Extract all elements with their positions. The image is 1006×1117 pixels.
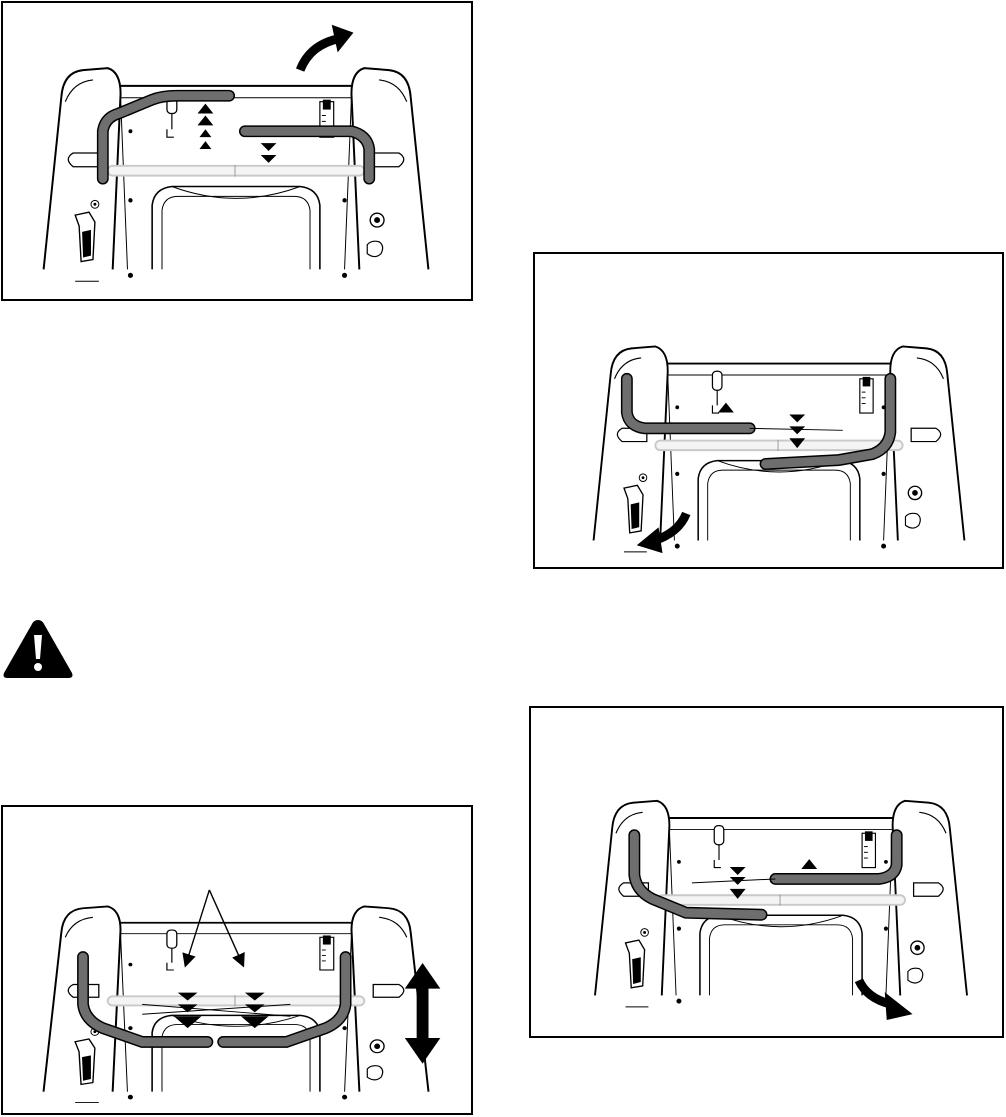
handle-illustration-1 <box>3 3 471 299</box>
double-vertical-arrow-icon <box>405 963 441 1064</box>
handle-illustration-2 <box>535 254 1002 567</box>
curved-arrow-up-right-icon <box>332 25 354 53</box>
figure-handle-rotated-down-right <box>529 706 1004 1038</box>
figure-handle-rotated-up <box>1 1 473 301</box>
warning-triangle-icon <box>2 617 74 681</box>
handle-illustration-4 <box>3 807 471 1113</box>
handle-illustration-3 <box>531 708 1002 1036</box>
curved-arrow-down-right-icon <box>885 992 913 1020</box>
figure-handle-both-down <box>1 805 473 1115</box>
figure-handle-rotated-down-left <box>533 252 1004 569</box>
